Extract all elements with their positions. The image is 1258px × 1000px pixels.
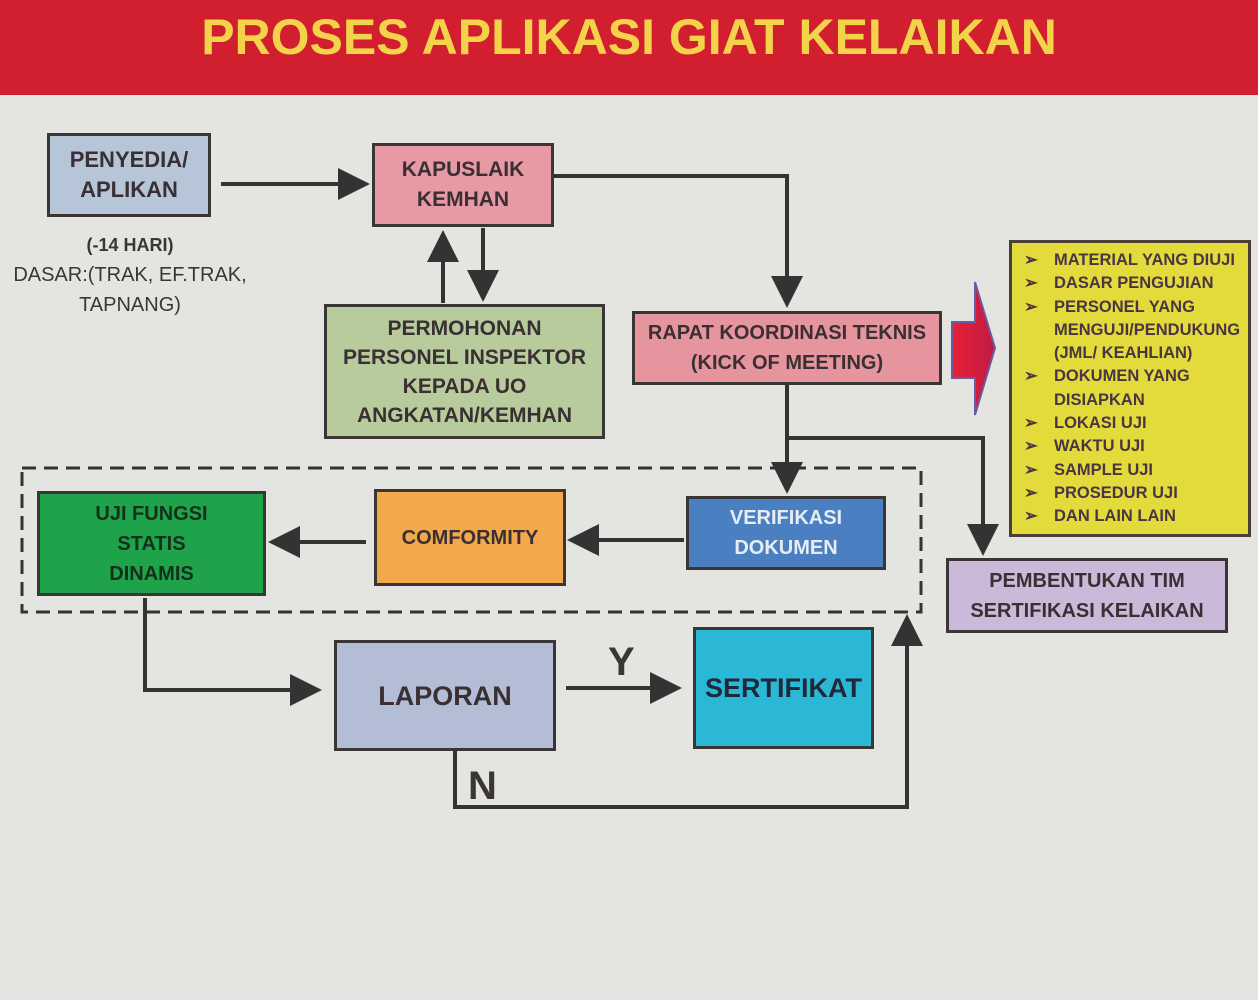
node-text: VERIFIKASI (729, 507, 843, 529)
checklist-line: DASAR PENGUJIAN (1054, 274, 1214, 293)
node-text: STATIS (117, 532, 186, 555)
node-text: ANGKATAN/KEMHAN (356, 403, 573, 427)
checklist-line: LOKASI UJI (1054, 414, 1147, 433)
red-arrow-icon (951, 281, 997, 416)
node-text: DINAMIS (109, 562, 194, 585)
checklist-item: ➢ WAKTU UJI (1024, 435, 1244, 458)
node-text: APLIKAN (80, 177, 178, 202)
node-text: PERSONEL INSPEKTOR (342, 345, 587, 369)
node-permohonan: PERMOHONAN PERSONEL INSPEKTOR KEPADA UO ANG… (324, 304, 605, 439)
note-line: (-14 HARI) (86, 235, 174, 255)
checklist-line: SAMPLE UJI (1054, 460, 1154, 479)
checklist-text: LOKASI UJI (1054, 412, 1147, 435)
note-line: TAPNANG) (79, 294, 181, 316)
bullet-arrow-icon: ➢ (1024, 483, 1038, 502)
node-text: SERTIFIKAT (705, 673, 862, 703)
checklist-item: ➢ PROSEDUR UJI (1024, 482, 1244, 505)
bullet-arrow-icon: ➢ (1024, 414, 1038, 433)
checklist-text: SAMPLE UJI (1054, 459, 1153, 482)
node-text: RAPAT KOORDINASI TEKNIS (647, 322, 927, 344)
page-title: PROSES APLIKASI GIAT KELAIKAN (0, 0, 1258, 95)
checklist-item: ➢ DASAR PENGUJIAN (1024, 272, 1244, 295)
bullet-arrow-icon: ➢ (1024, 297, 1038, 316)
node-text: PEMBENTUKAN TIM (989, 569, 1185, 592)
arrow-kapuslaik-rapat (553, 174, 803, 308)
node-text: (KICK OF MEETING) (690, 352, 884, 374)
checklist-text: DASAR PENGUJIAN (1054, 272, 1214, 295)
checklist-line: PROSEDUR UJI (1054, 483, 1178, 502)
checklist-line: DOKUMEN YANG (1054, 367, 1190, 386)
bullet-arrow-icon: ➢ (1024, 437, 1038, 456)
checklist-text: DAN LAIN LAIN (1054, 505, 1176, 528)
checklist-text: PROSEDUR UJI (1054, 482, 1178, 505)
note-line: DASAR:(TRAK, EF.TRAK, (13, 264, 247, 286)
checklist-line: MENGUJI/PENDUKUNG (1054, 320, 1241, 339)
checklist-item: ➢ DAN LAIN LAIN (1024, 505, 1244, 528)
bullet-arrow-icon: ➢ (1024, 507, 1038, 526)
node-text: DOKUMEN (734, 537, 838, 559)
no-label: N (468, 764, 497, 808)
checklist-line: PERSONEL YANG (1054, 297, 1195, 316)
node-pembentukan: PEMBENTUKAN TIM SERTIFIKASI KELAIKAN (946, 558, 1228, 633)
checklist-line: WAKTU UJI (1054, 437, 1145, 456)
node-verifikasi: VERIFIKASI DOKUMEN (686, 496, 886, 570)
node-text: KEPADA UO (402, 374, 527, 398)
node-penyedia: PENYEDIA/APLIKAN (47, 133, 211, 217)
node-text: SERTIFIKASI KELAIKAN (970, 599, 1204, 622)
node-sertifikat: SERTIFIKAT (693, 627, 874, 749)
dashed-group (20, 466, 923, 614)
bullet-arrow-icon: ➢ (1024, 460, 1038, 479)
checklist-line: DAN LAIN LAIN (1054, 507, 1176, 526)
node-text: KEMHAN (416, 188, 510, 211)
node-text: PENYEDIA/ (69, 147, 189, 172)
checklist-item: ➢ LOKASI UJI (1024, 412, 1244, 435)
penyedia-note: (-14 HARI) DASAR:(TRAK, EF.TRAK, TAPNANG… (0, 230, 260, 320)
arrow-laporan-no-loop (453, 614, 923, 809)
checklist-item: ➢ SAMPLE UJI (1024, 459, 1244, 482)
checklist-box: ➢ MATERIAL YANG DIUJI ➢ DASAR PENGUJIAN ➢ PER… (1009, 240, 1251, 537)
checklist-item: ➢ PERSONEL YANG MENGUJI/PENDUKUNG (JML/ KEA… (1024, 296, 1244, 366)
checklist-line: MATERIAL YANG DIUJI (1054, 251, 1235, 269)
node-kapuslaik: KAPUSLAIK KEMHAN (372, 143, 554, 227)
node-text: PERMOHONAN (387, 316, 542, 340)
checklist-text: WAKTU UJI (1054, 435, 1145, 458)
checklist-line: DISIAPKAN (1054, 390, 1145, 409)
bullet-arrow-icon: ➢ (1024, 251, 1038, 269)
checklist-line: (JML/ KEAHLIAN) (1054, 344, 1193, 363)
arrow-uji-laporan (143, 598, 322, 706)
node-text: KAPUSLAIK (401, 158, 525, 181)
node-text: COMFORMITY (401, 526, 539, 549)
checklist-text: PERSONEL YANG MENGUJI/PENDUKUNG (JML/ KEAH… (1054, 296, 1240, 366)
node-comformity: COMFORMITY (374, 489, 566, 586)
checklist-text: MATERIAL YANG DIUJI (1054, 249, 1235, 272)
checklist-item: ➢ DOKUMEN YANG DISIAPKAN (1024, 365, 1244, 412)
arrow-rapat-pembentukan (787, 436, 999, 556)
node-uji-fungsi: UJI FUNGSI STATIS DINAMIS (37, 491, 266, 596)
bullet-arrow-icon: ➢ (1024, 274, 1038, 293)
node-laporan: LAPORAN (334, 640, 556, 751)
yes-label: Y (608, 640, 635, 684)
node-rapat: RAPAT KOORDINASI TEKNIS (KICK OF MEETING) (632, 311, 942, 385)
bullet-arrow-icon: ➢ (1024, 367, 1038, 386)
node-text: LAPORAN (378, 680, 512, 711)
checklist-text: DOKUMEN YANG DISIAPKAN (1054, 365, 1190, 412)
node-text: UJI FUNGSI (95, 502, 208, 525)
checklist-item: ➢ MATERIAL YANG DIUJI (1024, 249, 1244, 272)
